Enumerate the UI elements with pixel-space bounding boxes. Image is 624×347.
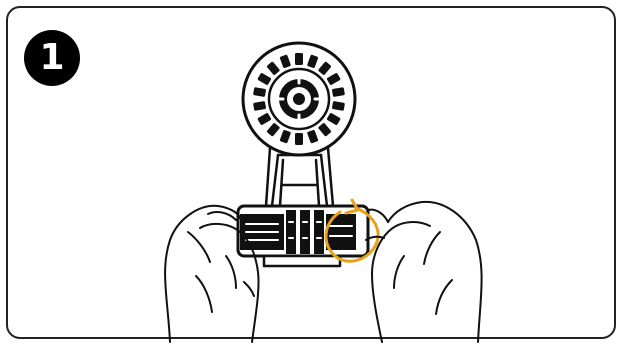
right-hand-icon: [366, 202, 482, 342]
mount-stand: [266, 148, 333, 206]
round-mount-puck: [243, 43, 355, 155]
vent-clip-bracket: [238, 206, 368, 266]
